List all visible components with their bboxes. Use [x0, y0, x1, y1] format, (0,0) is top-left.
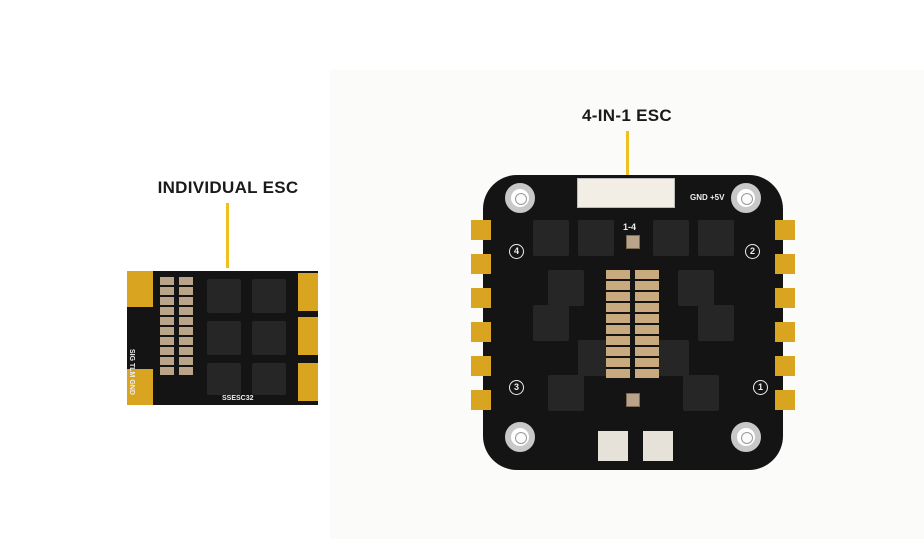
capacitor-column	[179, 277, 193, 377]
solder-pad	[127, 271, 153, 307]
mosfet-chip	[548, 375, 584, 411]
solder-pad	[298, 363, 318, 401]
connector-header	[577, 178, 675, 208]
mosfet-chip	[252, 321, 286, 355]
mosfet-chip	[207, 363, 241, 395]
four-in-one-esc-leader-line	[626, 131, 629, 191]
mosfet-chip	[548, 270, 584, 306]
mosfet-chip	[698, 305, 734, 341]
solder-pad	[298, 273, 318, 311]
solder-pad	[127, 369, 153, 405]
capacitor	[626, 235, 640, 249]
capacitor-column	[606, 270, 630, 380]
mosfet-chip	[252, 279, 286, 313]
motor-number: 4	[509, 244, 524, 259]
motor-number: 3	[509, 380, 524, 395]
solder-pad	[298, 317, 318, 355]
four-in-one-esc-label: 4-IN-1 ESC	[582, 106, 672, 125]
mounting-hole	[505, 183, 535, 213]
mosfet-chip	[683, 375, 719, 411]
mosfet-chip	[207, 279, 241, 313]
mosfet-chip	[252, 363, 286, 395]
capacitor-column	[160, 277, 174, 377]
mounting-hole	[731, 183, 761, 213]
mosfet-chip	[653, 220, 689, 256]
capacitor	[626, 393, 640, 407]
mosfet-chip	[207, 321, 241, 355]
motor-pads-left	[471, 220, 491, 415]
motor-pads-right	[775, 220, 795, 415]
mosfet-chip	[533, 305, 569, 341]
mosfet-chip	[578, 220, 614, 256]
capacitor-column	[635, 270, 659, 380]
mounting-hole	[731, 422, 761, 452]
mounting-hole	[505, 422, 535, 452]
individual-esc-label: INDIVIDUAL ESC	[157, 178, 299, 197]
power-pad-negative	[643, 431, 673, 461]
motor-number: 2	[745, 244, 760, 259]
mosfet-chip	[698, 220, 734, 256]
four-in-one-esc-board: 1-4 GND +5V 1 2 3 4	[471, 175, 795, 470]
mosfet-chip	[653, 340, 689, 376]
silkscreen-pin-labels: SIG TLM GND	[128, 349, 135, 395]
silkscreen-label: GND +5V	[690, 193, 725, 202]
motor-number: 1	[753, 380, 768, 395]
individual-esc-board: SIG TLM GND SSESC32	[127, 271, 318, 405]
mosfet-chip	[678, 270, 714, 306]
silkscreen-label: 1-4	[623, 222, 637, 232]
silkscreen-model: SSESC32	[222, 395, 254, 402]
individual-esc-leader-line	[226, 203, 229, 268]
power-pad-positive	[598, 431, 628, 461]
mosfet-chip	[533, 220, 569, 256]
